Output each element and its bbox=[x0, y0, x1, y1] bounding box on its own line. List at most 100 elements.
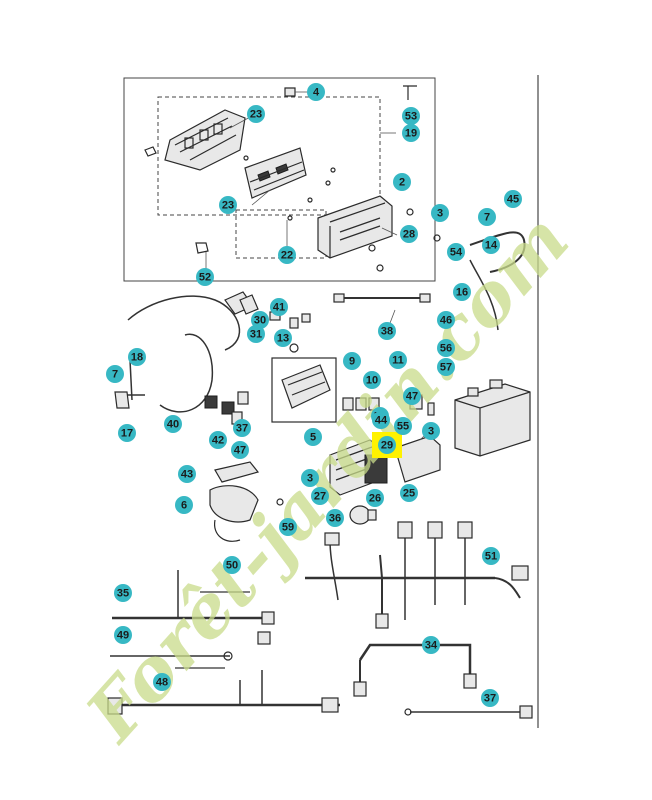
callout-number: 17 bbox=[121, 428, 133, 440]
callout-circle bbox=[175, 496, 193, 514]
callout-circle bbox=[251, 311, 269, 329]
callout-23: 23 bbox=[219, 196, 237, 214]
callout-number: 23 bbox=[222, 200, 234, 212]
callout-number: 16 bbox=[456, 287, 468, 299]
callout-3: 3 bbox=[301, 469, 319, 487]
callout-circle bbox=[422, 636, 440, 654]
callout-50: 50 bbox=[223, 556, 241, 574]
callout-circle bbox=[118, 424, 136, 442]
callout-number: 54 bbox=[450, 247, 463, 259]
callout-circle bbox=[106, 365, 124, 383]
callout-46: 46 bbox=[437, 311, 455, 329]
callout-number: 3 bbox=[437, 208, 443, 220]
callout-number: 44 bbox=[375, 415, 388, 427]
callout-circle bbox=[372, 411, 390, 429]
callout-53: 53 bbox=[402, 107, 420, 125]
callout-18: 18 bbox=[128, 348, 146, 366]
callout-number: 56 bbox=[440, 343, 452, 355]
callout-37: 37 bbox=[481, 689, 499, 707]
callout-59: 59 bbox=[279, 518, 297, 536]
callout-circle bbox=[231, 441, 249, 459]
controller-housing bbox=[144, 109, 246, 171]
bracket-52 bbox=[195, 242, 209, 254]
callout-circle bbox=[279, 518, 297, 536]
callout-circle bbox=[307, 83, 325, 101]
callout-35: 35 bbox=[114, 584, 132, 602]
callout-7: 7 bbox=[478, 208, 496, 226]
callout-number: 3 bbox=[307, 473, 313, 485]
callout-number: 48 bbox=[156, 677, 168, 689]
callout-45: 45 bbox=[504, 190, 522, 208]
callout-number: 9 bbox=[349, 356, 355, 368]
callout-number: 47 bbox=[406, 391, 418, 403]
callout-56: 56 bbox=[437, 339, 455, 357]
callout-48: 48 bbox=[153, 673, 171, 691]
callout-14: 14 bbox=[482, 236, 500, 254]
controller-subassembly-box bbox=[157, 96, 381, 216]
callout-number: 23 bbox=[250, 109, 262, 121]
callout-circle bbox=[394, 417, 412, 435]
callout-circle bbox=[378, 322, 396, 340]
callout-number: 10 bbox=[366, 375, 378, 387]
callout-circle bbox=[437, 311, 455, 329]
callout-circle bbox=[366, 489, 384, 507]
callout-circle bbox=[437, 358, 455, 376]
callout-circle bbox=[402, 107, 420, 125]
control-bracket-25 bbox=[209, 485, 284, 542]
callout-circle bbox=[153, 673, 171, 691]
callout-circle bbox=[403, 387, 421, 405]
callout-circle bbox=[482, 547, 500, 565]
callout-42: 42 bbox=[209, 431, 227, 449]
callout-number: 25 bbox=[403, 488, 415, 500]
callout-highlighted: 29 bbox=[378, 436, 396, 454]
callout-30: 30 bbox=[251, 311, 269, 329]
callout-circle bbox=[278, 246, 296, 264]
callout-52: 52 bbox=[196, 268, 214, 286]
callout-circle bbox=[343, 352, 361, 370]
callout-circle bbox=[219, 196, 237, 214]
callout-number: 3 bbox=[428, 426, 434, 438]
callout-number: 6 bbox=[181, 500, 187, 512]
callout-34: 34 bbox=[422, 636, 440, 654]
callout-circle bbox=[209, 431, 227, 449]
callout-7: 7 bbox=[106, 365, 124, 383]
callout-circle bbox=[114, 626, 132, 644]
callout-51: 51 bbox=[482, 547, 500, 565]
callout-circle bbox=[233, 419, 251, 437]
callout-49: 49 bbox=[114, 626, 132, 644]
callout-circle bbox=[178, 465, 196, 483]
harness-50-35 bbox=[112, 570, 275, 645]
display-5 bbox=[214, 461, 260, 483]
callout-number: 43 bbox=[181, 469, 193, 481]
callout-47: 47 bbox=[403, 387, 421, 405]
callout-circle bbox=[247, 325, 265, 343]
callout-number: 26 bbox=[369, 493, 381, 505]
callout-31: 31 bbox=[247, 325, 265, 343]
callout-circle bbox=[453, 283, 471, 301]
callout-3: 3 bbox=[431, 204, 449, 222]
callout-circle bbox=[402, 124, 420, 142]
callout-circle bbox=[363, 371, 381, 389]
callout-19: 19 bbox=[402, 124, 420, 142]
callout-number: 51 bbox=[485, 551, 497, 563]
callout-number: 49 bbox=[117, 630, 129, 642]
callout-3: 3 bbox=[422, 422, 440, 440]
ecu-box bbox=[317, 195, 393, 259]
callout-circle bbox=[504, 190, 522, 208]
callout-25: 25 bbox=[400, 484, 418, 502]
callout-circle bbox=[304, 428, 322, 446]
callout-number: 30 bbox=[254, 315, 266, 327]
callout-44: 44 bbox=[372, 411, 390, 429]
callout-circle bbox=[478, 208, 496, 226]
callout-9: 9 bbox=[343, 352, 361, 370]
assembly-frame bbox=[123, 77, 436, 282]
callout-number: 40 bbox=[167, 419, 179, 431]
cable-14 bbox=[469, 259, 499, 331]
callout-circle bbox=[431, 204, 449, 222]
callout-17: 17 bbox=[118, 424, 136, 442]
callout-circle bbox=[301, 469, 319, 487]
callout-16: 16 bbox=[453, 283, 471, 301]
callout-47: 47 bbox=[231, 441, 249, 459]
callout-number: 22 bbox=[281, 250, 293, 262]
